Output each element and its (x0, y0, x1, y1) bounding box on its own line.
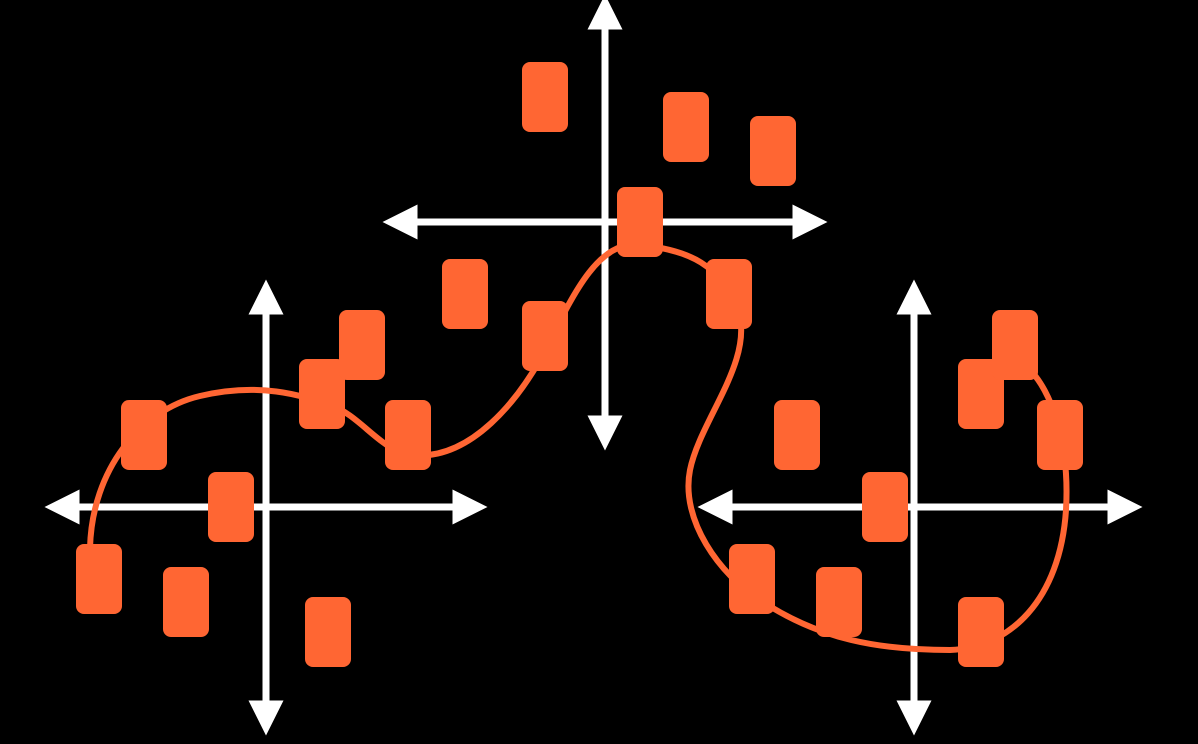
data-marker (163, 567, 209, 637)
data-marker (663, 92, 709, 162)
data-marker (774, 400, 820, 470)
data-marker (522, 62, 568, 132)
data-marker (1037, 400, 1083, 470)
data-marker (442, 259, 488, 329)
data-marker (305, 597, 351, 667)
data-marker (992, 310, 1038, 380)
data-marker (862, 472, 908, 542)
data-marker (385, 400, 431, 470)
data-marker (299, 359, 345, 429)
data-marker (958, 359, 1004, 429)
data-marker (706, 259, 752, 329)
data-marker (617, 187, 663, 257)
data-marker (208, 472, 254, 542)
data-marker (339, 310, 385, 380)
data-marker (816, 567, 862, 637)
axes-group (44, 0, 1143, 736)
data-marker (729, 544, 775, 614)
data-marker (76, 544, 122, 614)
data-marker (121, 400, 167, 470)
data-marker (522, 301, 568, 371)
data-marker (750, 116, 796, 186)
data-marker (958, 597, 1004, 667)
fitted-curve (87, 241, 1070, 654)
markers-group (76, 62, 1083, 667)
